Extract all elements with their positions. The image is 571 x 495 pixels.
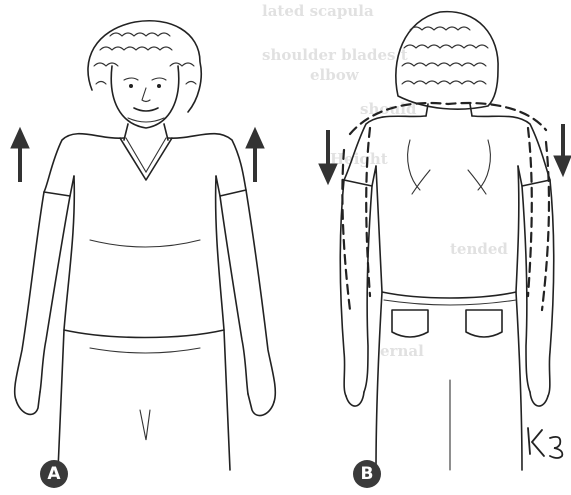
- panel-label-b: B: [353, 460, 381, 488]
- down-arrow-icon: [319, 164, 337, 184]
- illustrator-signature: [524, 424, 568, 460]
- front-face: [111, 66, 179, 128]
- back-shirt: [344, 116, 550, 298]
- front-pants: [58, 330, 230, 470]
- down-arrow-icon: [554, 156, 571, 176]
- up-arrow-icon: [11, 128, 29, 148]
- back-pants: [376, 292, 522, 470]
- up-arrow-icon: [246, 128, 264, 148]
- back-neck: [426, 104, 472, 116]
- front-shirt: [44, 134, 246, 338]
- front-arms: [15, 190, 276, 416]
- back-view-figure: [319, 12, 571, 470]
- back-pocket-right: [466, 310, 502, 337]
- back-hair: [396, 12, 498, 110]
- back-pocket-left: [392, 310, 428, 337]
- depression-arrows: [319, 124, 571, 184]
- back-arms: [340, 180, 554, 406]
- front-neck: [124, 124, 168, 140]
- panel-label-a: A: [40, 460, 68, 488]
- front-hair: [88, 21, 201, 112]
- front-view-figure: [11, 21, 275, 470]
